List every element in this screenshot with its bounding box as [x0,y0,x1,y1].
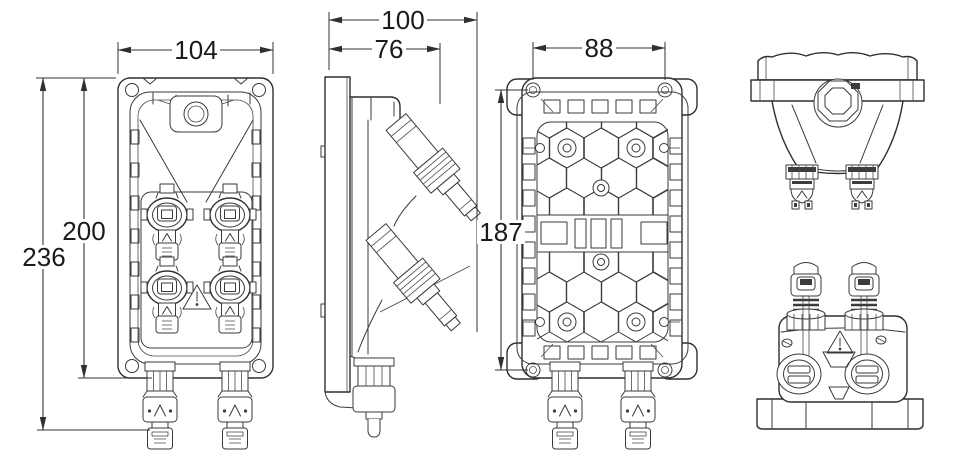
front-lid-frame [129,91,262,365]
back-cable-right [620,361,656,450]
front-lid-ridge [139,119,254,203]
iso-top-view [750,52,925,210]
front-top-gland-plate [169,95,223,133]
iso-top-gland-octagon [817,80,859,122]
front-cable-right [217,361,253,450]
front-view [117,77,274,450]
side-bottom-gland [352,357,396,438]
dim-front-inner-height: 200 [60,77,152,379]
side-back-plate [324,76,351,393]
dim-side-body-depth: 76 [328,34,441,104]
iso-bottom-connector-left [785,261,827,332]
dim-back-hole-spacing-horizontal-label: 88 [585,33,614,63]
dim-back-hole-spacing-vertical-label: 187 [479,217,522,247]
iso-bottom-view [756,261,924,430]
front-connector-tray [140,191,253,349]
iso-top-lid [757,52,918,81]
dimension-annotations: 104 236 200 100 76 [20,5,666,431]
iso-bottom-flange [756,398,924,430]
iso-bottom-port-left [776,353,822,395]
iso-bottom-braces [822,351,856,400]
dim-side-overall-depth-label: 100 [381,5,424,35]
iso-bottom-port-right [844,353,890,395]
front-cable-left [142,361,178,450]
back-cable-left [547,361,583,450]
side-view [320,76,491,438]
dim-back-hole-spacing-horizontal: 88 [532,33,666,80]
iso-top-clip [851,83,860,89]
dim-front-inner-height-label: 200 [62,216,105,246]
back-bosses [524,138,680,332]
back-frame-slots [522,99,683,360]
front-mounting-holes [125,83,266,373]
dim-side-body-depth-label: 76 [375,34,404,64]
iso-bottom-warning-triangle [826,330,854,354]
back-center-band [536,214,669,253]
dim-front-width: 104 [117,35,274,74]
iso-top-connector-left [785,164,819,210]
iso-top-connector-right [845,164,879,210]
back-face-panel [536,121,669,343]
iso-top-body [771,100,904,175]
dim-side-overall-depth: 100 [328,5,478,332]
side-connector-upper [380,109,491,230]
back-view [506,77,698,450]
dim-front-overall-height: 236 [20,77,150,431]
front-warning-triangle [182,284,212,310]
dim-front-width-label: 104 [174,35,217,65]
front-top-gland [183,101,209,127]
iso-bottom-connector-right [843,261,885,332]
dim-front-overall-height-label: 236 [22,242,65,272]
side-connector-lower [360,219,471,340]
iso-bottom-pins [802,296,868,368]
dim-back-hole-spacing-vertical: 187 [477,89,528,371]
